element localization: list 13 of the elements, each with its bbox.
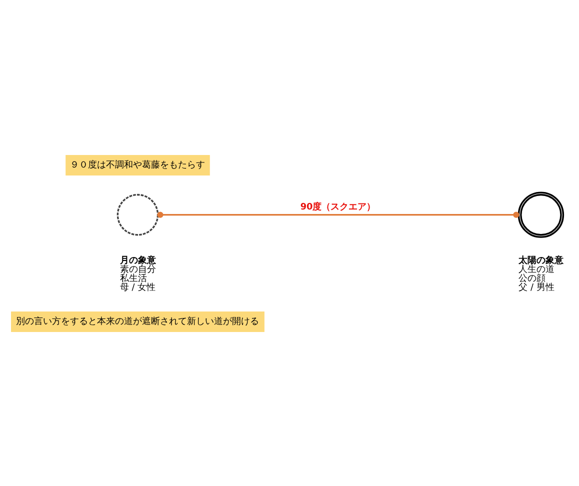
connector xyxy=(157,211,520,218)
edge-label: 90度（スクエア） xyxy=(300,202,376,212)
node-box: ９０度は不調和や葛藤をもたらす xyxy=(66,154,210,176)
node-label: 太陽の象意 xyxy=(518,256,564,266)
node-label: 私生活 xyxy=(120,273,147,284)
node-label: 父 / 男性 xyxy=(518,282,554,292)
node-crescent xyxy=(116,193,159,236)
node-label: 人生の道 xyxy=(518,264,555,275)
node-label: 母 / 女性 xyxy=(120,282,156,292)
node-label: 月の象意 xyxy=(120,256,156,266)
node-box: 別の言い方をすると本来の道が遮断されて新しい道が開ける xyxy=(11,310,264,332)
node-label: 公の顔 xyxy=(518,273,546,284)
node-label: 素の自分 xyxy=(120,264,156,275)
